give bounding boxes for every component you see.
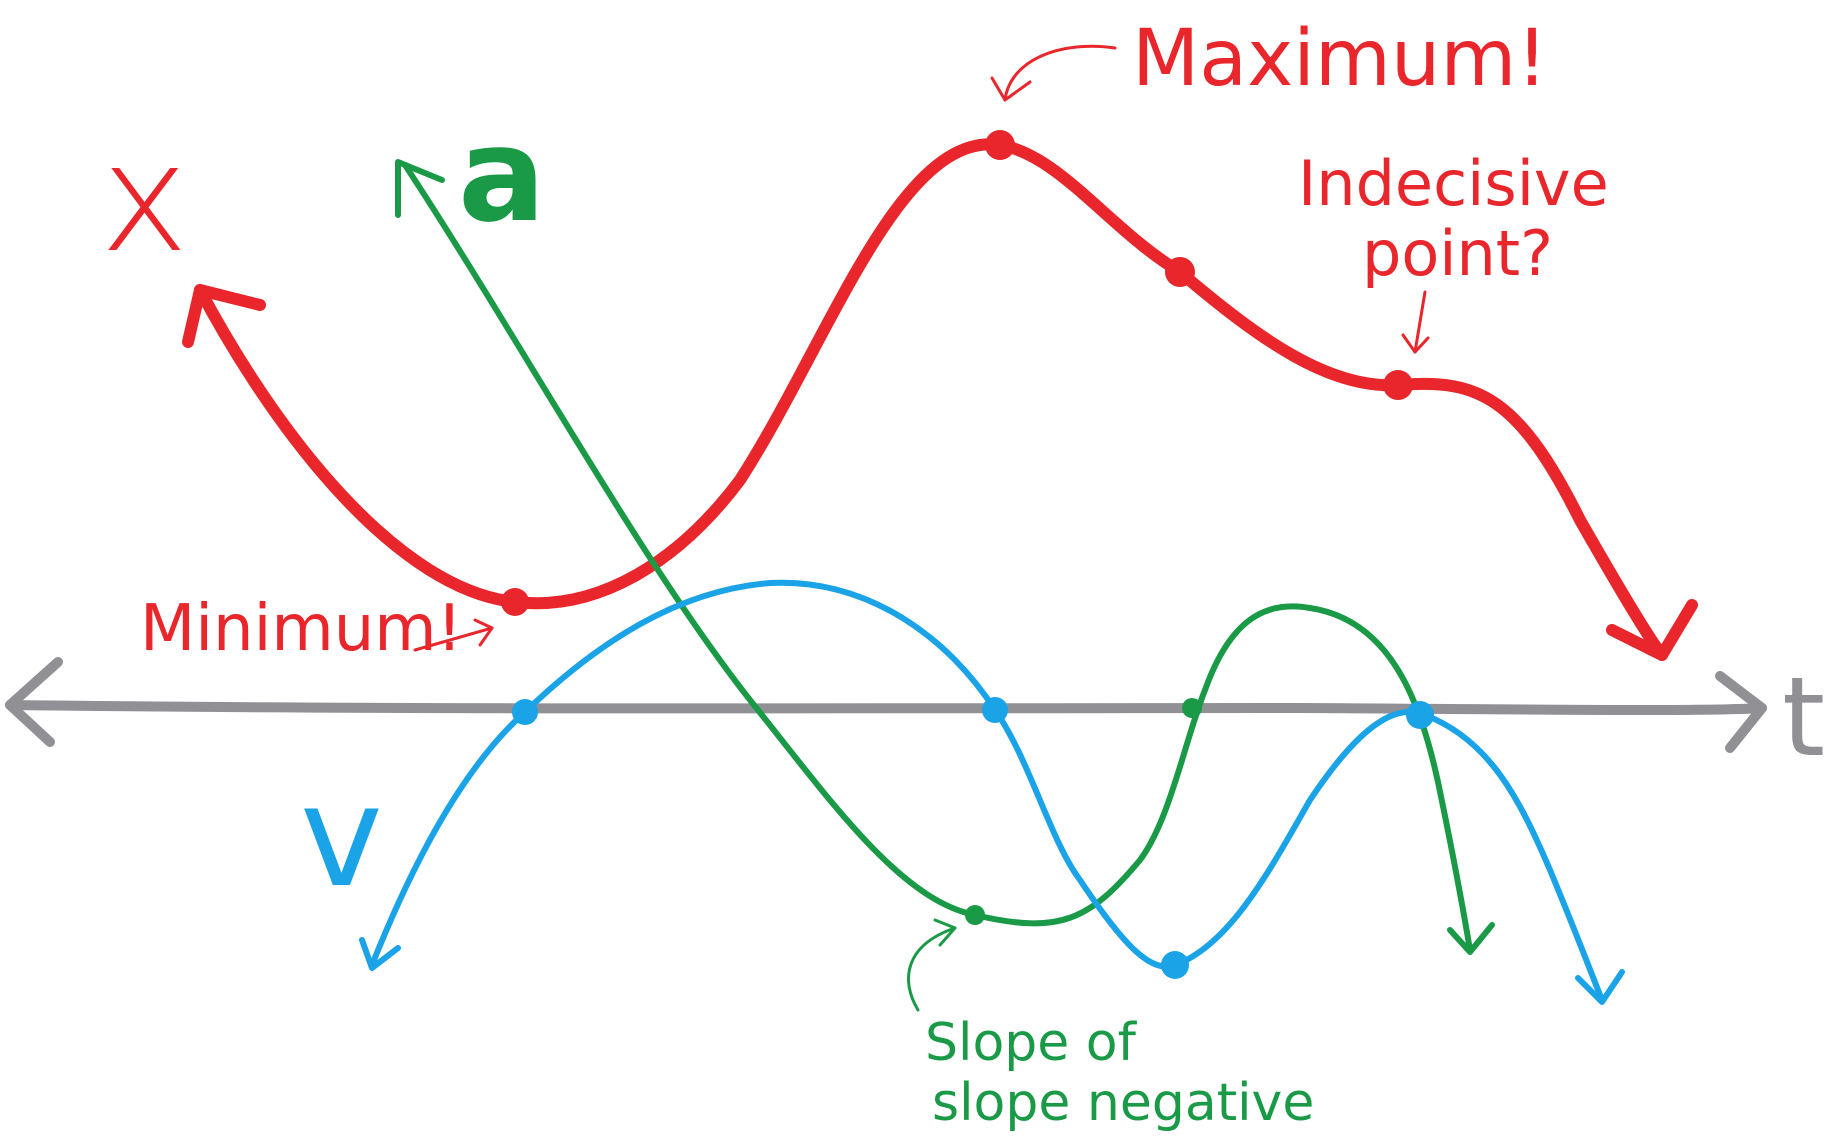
a-curve-start-arrowhead [395, 159, 445, 218]
v-curve [369, 579, 1605, 1003]
t-axis-label: t [1782, 653, 1825, 781]
maximum-pointer-arrow [1003, 44, 1117, 102]
x-curve-label: x [100, 112, 189, 286]
v-zero-point-3 [1406, 701, 1434, 729]
maximum-annotation: Maximum! [1132, 14, 1548, 104]
a-zero-crossing-point [1182, 698, 1202, 718]
v-minimum-point [1161, 951, 1189, 979]
slope-annotation-line1: Slope of [925, 1013, 1138, 1073]
maximum-pointer-arrowhead [990, 76, 1032, 102]
indecisive-pointer-arrow [1413, 290, 1427, 354]
minimum-pointer-arrowhead [473, 618, 494, 647]
v-curve-group: v [300, 579, 1625, 1005]
slope-pointer-arrowhead [933, 918, 957, 947]
t-axis: t [5, 653, 1825, 781]
v-curve-end-arrowhead [1575, 969, 1625, 1005]
indecisive-annotation-line2: point? [1362, 217, 1553, 290]
a-negative-slope-point [965, 905, 985, 925]
v-curve-start-arrowhead [359, 937, 401, 971]
slope-pointer-arrow [906, 926, 957, 1012]
indecisive-annotation-line1: Indecisive [1298, 147, 1609, 220]
a-curve-end-arrowhead [1447, 922, 1495, 955]
indecisive-pointer-arrowhead [1401, 333, 1430, 354]
annotations: Maximum! Minimum! Indecisive point? Slop… [140, 14, 1609, 1133]
v-zero-point-1 [512, 699, 538, 725]
v-zero-point-2 [982, 697, 1008, 723]
minimum-annotation: Minimum! [140, 592, 462, 666]
t-axis-right-arrowhead [1715, 671, 1767, 753]
x-minimum-point [501, 588, 529, 616]
minimum-pointer-arrow [413, 626, 494, 652]
a-curve-group: a [395, 99, 1495, 955]
t-axis-left-arrowhead [5, 657, 63, 747]
x-curve-group: x [100, 112, 1698, 661]
v-curve-label: v [300, 756, 383, 919]
x-curve-end-arrowhead [1606, 599, 1698, 661]
t-axis-line [5, 700, 1767, 716]
slope-annotation-line2: slope negative [932, 1073, 1314, 1133]
a-curve [402, 162, 1473, 953]
x-curve-start-arrowhead [182, 284, 266, 348]
x-inflection-point [1165, 257, 1195, 287]
a-curve-label: a [458, 99, 546, 251]
x-indecisive-point [1383, 370, 1413, 400]
x-maximum-point [985, 130, 1015, 160]
